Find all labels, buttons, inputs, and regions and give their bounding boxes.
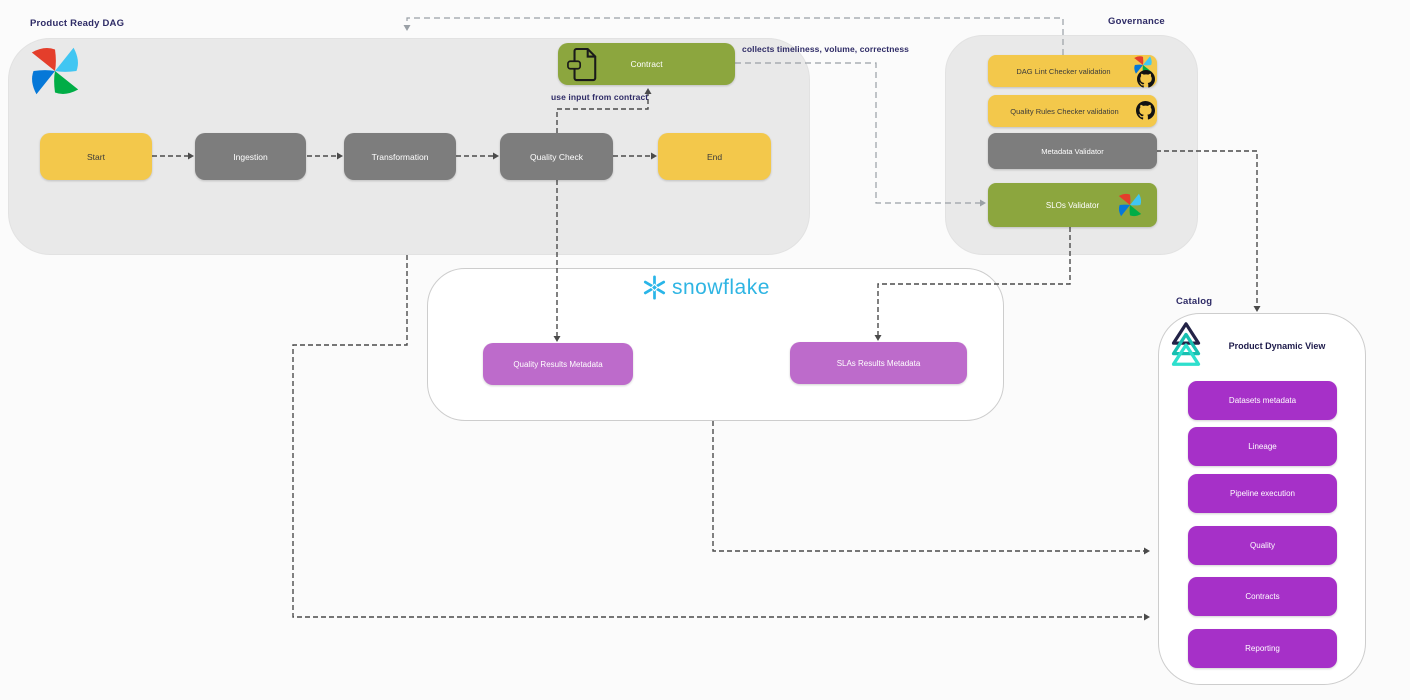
dag-node-ingestion: Ingestion: [195, 133, 306, 180]
dag-node-quality-check: Quality Check: [500, 133, 613, 180]
catalog-item-quality-label: Quality: [1250, 541, 1275, 550]
catalog-item-pipeline-execution-label: Pipeline execution: [1230, 489, 1295, 498]
catalog-item-pipeline-execution: Pipeline execution: [1188, 474, 1337, 513]
gov-metadata-validator-label: Metadata Validator: [1041, 146, 1104, 156]
snowflake-wordmark: snowflake: [672, 275, 770, 299]
catalog-item-datasets-metadata-label: Datasets metadata: [1228, 396, 1297, 405]
quality-results-metadata-label: Quality Results Metadata: [513, 359, 603, 369]
gov-quality-rules-checker: Quality Rules Checker validation: [988, 95, 1157, 127]
catalog-item-datasets-metadata: Datasets metadata: [1188, 381, 1337, 420]
catalog-item-quality: Quality: [1188, 526, 1337, 565]
slas-results-metadata-label: SLAs Results Metadata: [836, 358, 921, 368]
quality-results-metadata-box: Quality Results Metadata: [483, 343, 633, 385]
gov-slos-validator: SLOs Validator: [988, 183, 1157, 227]
dag-node-end-label: End: [706, 151, 723, 162]
catalog-item-contracts-label: Contracts: [1245, 592, 1280, 601]
catalog-zone-label: Catalog: [1176, 296, 1213, 307]
snowflake-logo: snowflake: [641, 274, 770, 301]
catalog-heading: Product Dynamic View: [1228, 341, 1326, 351]
gov-dag-lint-checker: DAG Lint Checker validation: [988, 55, 1157, 87]
gov-dag-lint-checker-label: DAG Lint Checker validation: [1016, 66, 1111, 76]
dag-node-start-label: Start: [87, 151, 105, 162]
github-icon: [1137, 70, 1155, 88]
gov-metadata-validator: Metadata Validator: [988, 133, 1157, 169]
dag-node-quality-check-label: Quality Check: [530, 151, 583, 162]
catalog-item-reporting: Reporting: [1188, 629, 1337, 668]
catalog-item-contracts: Contracts: [1188, 577, 1337, 616]
dag-node-transformation-label: Transformation: [371, 151, 429, 162]
use-input-annotation: use input from contract: [551, 92, 649, 102]
github-icon: [1136, 101, 1155, 120]
contract-label: Contract: [630, 59, 663, 69]
dag-node-end: End: [658, 133, 771, 180]
collects-annotation: collects timeliness, volume, correctness: [742, 44, 909, 54]
airflow-icon: [31, 47, 79, 95]
gov-quality-rules-checker-label: Quality Rules Checker validation: [1010, 106, 1119, 116]
dag-node-ingestion-label: Ingestion: [233, 151, 268, 162]
catalog-logo-icon: [1171, 322, 1201, 366]
snowflake-icon: [643, 275, 666, 300]
catalog-item-lineage: Lineage: [1188, 427, 1337, 466]
catalog-item-reporting-label: Reporting: [1245, 644, 1280, 653]
dag-zone-label: Product Ready DAG: [30, 18, 125, 29]
catalog-item-lineage-label: Lineage: [1248, 442, 1277, 451]
contract-document-icon: [567, 47, 597, 82]
airflow-icon: [1118, 193, 1142, 217]
dag-node-start: Start: [40, 133, 152, 180]
governance-zone-label: Governance: [1108, 16, 1165, 27]
dag-node-transformation: Transformation: [344, 133, 456, 180]
gov-slos-validator-label: SLOs Validator: [1045, 200, 1100, 210]
slas-results-metadata-box: SLAs Results Metadata: [790, 342, 967, 384]
